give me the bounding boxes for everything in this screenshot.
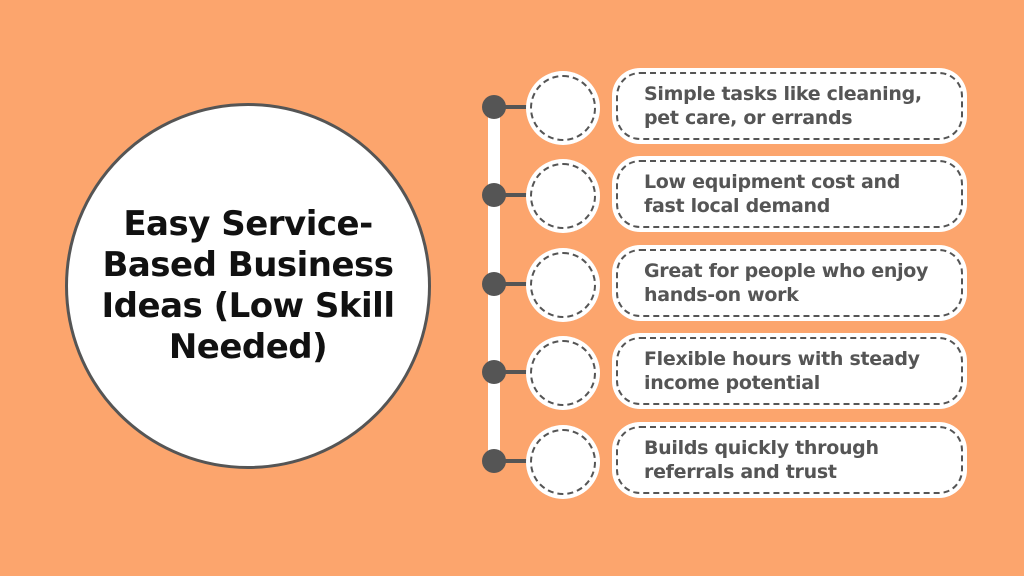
connector-line [500, 459, 530, 463]
point-card: Flexible hours with steady income potent… [612, 333, 967, 409]
point-row: Low equipment cost and fast local demand [0, 155, 1024, 235]
connector-line [500, 193, 530, 197]
point-row: Great for people who enjoy hands-on work [0, 244, 1024, 324]
icon-placeholder-circle [526, 425, 600, 499]
point-card: Builds quickly through referrals and tru… [612, 422, 967, 498]
point-line: income potential [644, 372, 820, 394]
point-line: hands-on work [644, 284, 799, 306]
point-line: Builds quickly through [644, 437, 879, 459]
point-line: referrals and trust [644, 461, 837, 483]
point-line: fast local demand [644, 195, 831, 217]
point-card: Low equipment cost and fast local demand [612, 156, 967, 232]
point-line: Flexible hours with steady [644, 348, 920, 370]
icon-placeholder-circle [526, 248, 600, 322]
main-title: Easy Service-Based Business Ideas (Low S… [101, 204, 395, 367]
connector-line [500, 370, 530, 374]
point-line: Simple tasks like cleaning, [644, 83, 922, 105]
connector-line [500, 105, 530, 109]
point-card: Great for people who enjoy hands-on work [612, 245, 967, 321]
title-circle: Easy Service-Based Business Ideas (Low S… [65, 103, 431, 469]
point-card: Simple tasks like cleaning, pet care, or… [612, 68, 967, 144]
point-line: Great for people who enjoy [644, 260, 929, 282]
icon-placeholder-circle [526, 336, 600, 410]
icon-placeholder-circle [526, 71, 600, 145]
point-line: pet care, or errands [644, 107, 853, 129]
point-line: Low equipment cost and [644, 171, 901, 193]
connector-line [500, 282, 530, 286]
point-row: Flexible hours with steady income potent… [0, 332, 1024, 412]
point-row: Simple tasks like cleaning, pet care, or… [0, 67, 1024, 147]
point-row: Builds quickly through referrals and tru… [0, 421, 1024, 501]
icon-placeholder-circle [526, 159, 600, 233]
